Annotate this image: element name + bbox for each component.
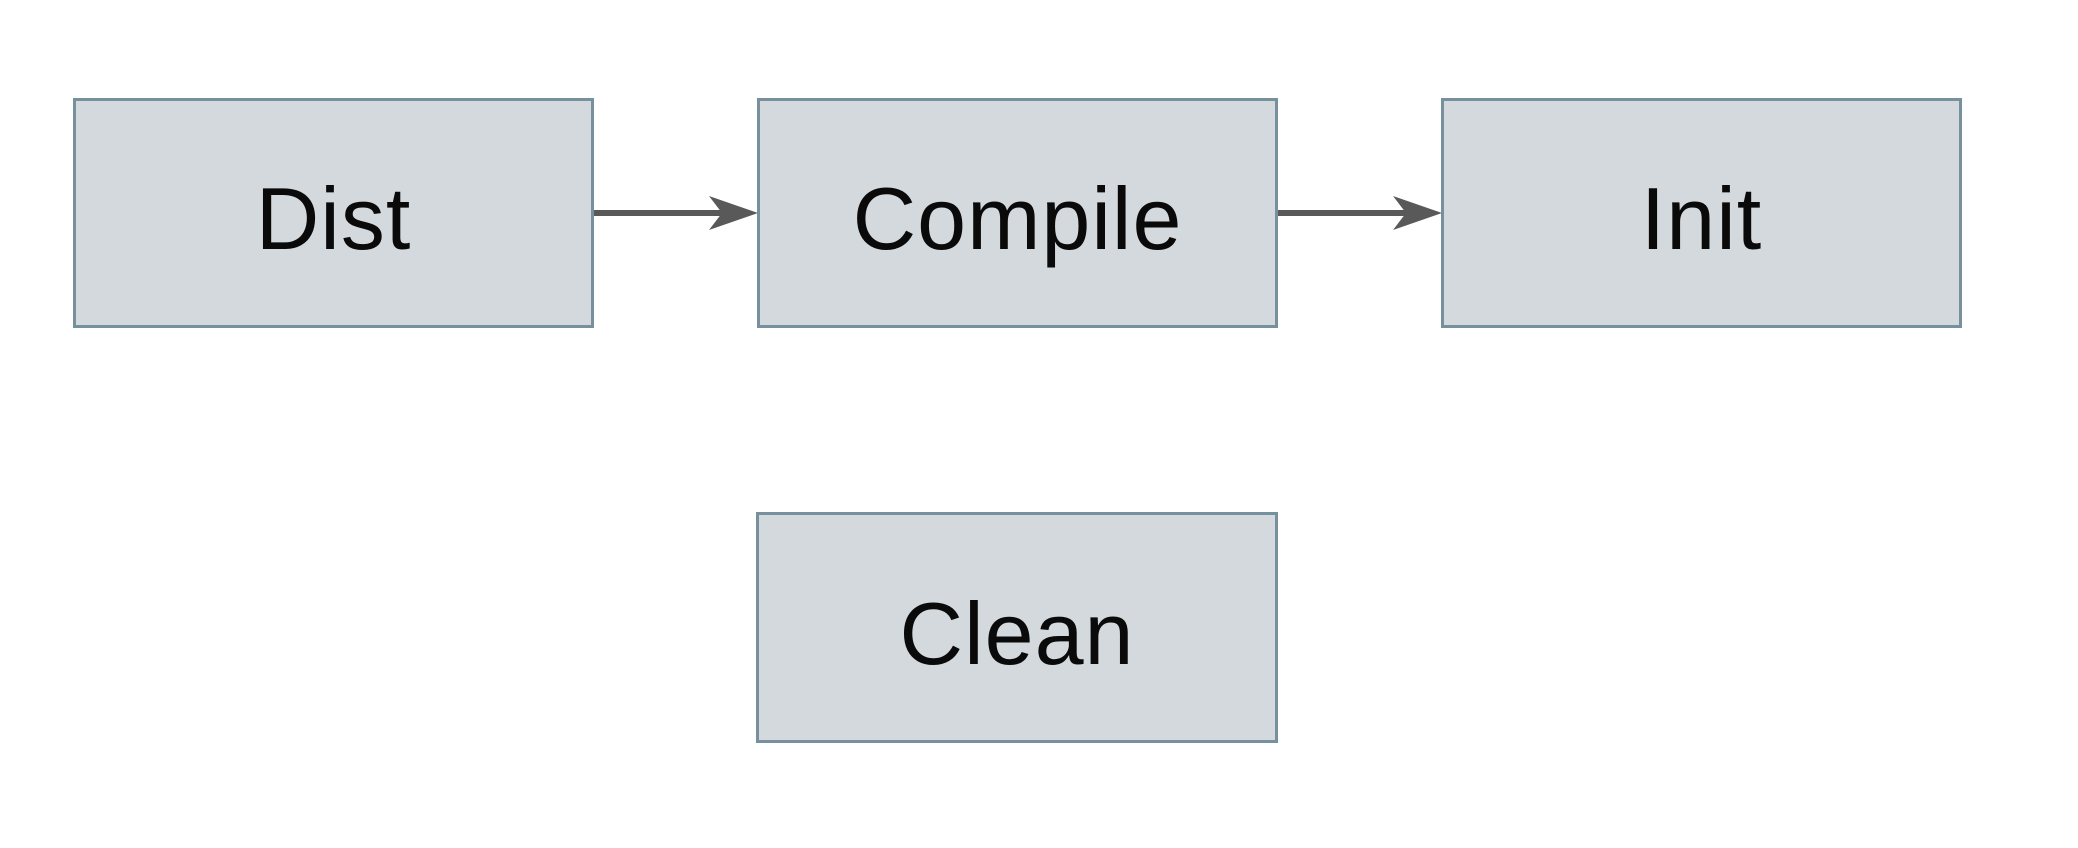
- node-compile-label: Compile: [852, 169, 1183, 268]
- arrow-right-icon: [1278, 196, 1442, 230]
- node-init[interactable]: Init: [1441, 98, 1962, 328]
- arrow-compile-to-init: [1278, 193, 1442, 233]
- node-clean-label: Clean: [899, 583, 1135, 683]
- node-dist-label: Dist: [255, 169, 412, 268]
- node-clean[interactable]: Clean: [756, 512, 1278, 743]
- node-init-label: Init: [1640, 169, 1763, 268]
- arrow-dist-to-compile: [594, 193, 758, 233]
- node-compile[interactable]: Compile: [757, 98, 1278, 328]
- arrow-right-icon: [594, 196, 758, 230]
- node-dist[interactable]: Dist: [73, 98, 594, 328]
